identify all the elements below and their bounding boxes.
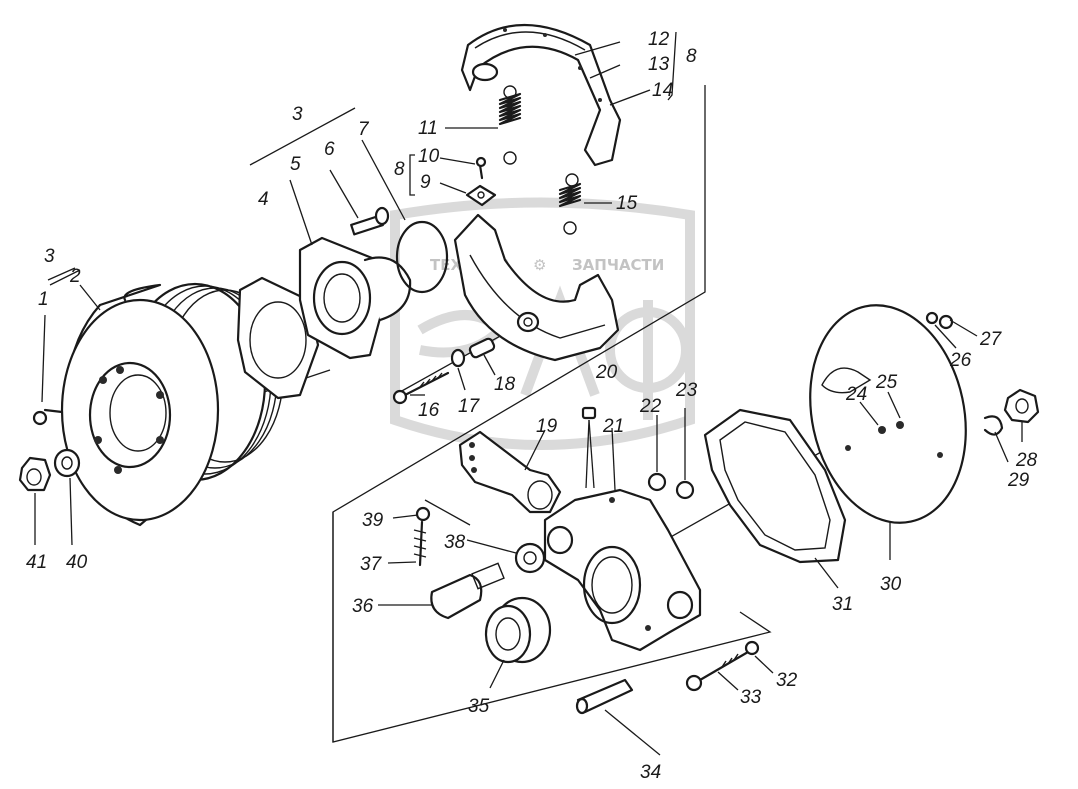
label-10: 10 bbox=[418, 146, 440, 167]
small-parts-20-22-23 bbox=[581, 406, 695, 500]
brake-drum bbox=[60, 282, 284, 527]
label-7: 7 bbox=[358, 119, 370, 140]
label-35: 35 bbox=[468, 696, 490, 717]
bushing-38 bbox=[514, 542, 546, 574]
label-11: 11 bbox=[418, 118, 438, 139]
pin-18 bbox=[468, 337, 496, 359]
label-4: 4 bbox=[258, 189, 269, 210]
label-16: 16 bbox=[418, 400, 440, 421]
label-34: 34 bbox=[640, 762, 661, 783]
brake-shoe-upper bbox=[460, 23, 622, 167]
watermark-right-text: ЗАПЧАСТИ bbox=[572, 256, 664, 274]
gasket-31 bbox=[703, 408, 847, 564]
wheel-stud bbox=[32, 314, 64, 426]
label-26: 26 bbox=[949, 350, 972, 371]
label-39: 39 bbox=[362, 510, 384, 531]
return-spring-15 bbox=[558, 173, 582, 235]
label-38: 38 bbox=[444, 532, 466, 553]
label-28: 28 bbox=[1015, 450, 1038, 471]
label-30: 30 bbox=[880, 574, 902, 595]
label-19: 19 bbox=[536, 416, 558, 437]
label-18: 18 bbox=[494, 374, 516, 395]
label-40: 40 bbox=[66, 552, 88, 573]
label-41: 41 bbox=[26, 552, 47, 573]
bolt-37 bbox=[413, 520, 427, 567]
label-22: 22 bbox=[639, 396, 662, 417]
label-13: 13 bbox=[648, 54, 670, 75]
backing-plate-30 bbox=[809, 304, 967, 524]
label-8-left: 8 bbox=[394, 159, 405, 180]
washer-and-nut bbox=[18, 448, 81, 546]
label-17: 17 bbox=[458, 396, 481, 417]
plug-36 bbox=[430, 562, 505, 620]
label-3-upper: 3 bbox=[292, 104, 303, 125]
return-spring-11 bbox=[498, 85, 522, 165]
group-brackets bbox=[47, 31, 677, 281]
label-8-upper: 8 bbox=[686, 46, 697, 67]
label-12: 12 bbox=[648, 29, 670, 50]
label-33: 33 bbox=[740, 687, 762, 708]
watermark-gear-icon: ⚙ bbox=[533, 256, 546, 274]
label-29: 29 bbox=[1007, 470, 1030, 491]
label-25: 25 bbox=[875, 372, 898, 393]
label-3-left: 3 bbox=[44, 246, 55, 267]
bearing-35 bbox=[484, 596, 552, 664]
label-15: 15 bbox=[616, 193, 638, 214]
label-20: 20 bbox=[595, 362, 618, 383]
bolt-33 bbox=[685, 650, 750, 692]
nut-and-washers-right bbox=[925, 311, 1040, 436]
lever-19 bbox=[458, 430, 562, 514]
hub-flange-assembly bbox=[236, 206, 449, 400]
washer-32 bbox=[744, 640, 760, 656]
pin-34 bbox=[575, 678, 634, 715]
label-1: 1 bbox=[38, 289, 49, 310]
caliper-housing-21 bbox=[543, 488, 702, 652]
washer-39 bbox=[415, 506, 431, 522]
label-37: 37 bbox=[360, 554, 383, 575]
label-36: 36 bbox=[352, 596, 374, 617]
label-9: 9 bbox=[420, 172, 431, 193]
label-32: 32 bbox=[776, 670, 798, 691]
label-21: 21 bbox=[602, 416, 624, 437]
label-24: 24 bbox=[845, 384, 867, 405]
leader-lines bbox=[79, 41, 1023, 756]
label-2: 2 bbox=[69, 266, 81, 287]
shoe-pin-and-plate bbox=[465, 156, 497, 207]
washer-17 bbox=[450, 348, 466, 368]
label-14: 14 bbox=[652, 80, 673, 101]
bolt-16 bbox=[392, 371, 450, 405]
label-23: 23 bbox=[675, 380, 698, 401]
label-6: 6 bbox=[324, 139, 335, 160]
label-5: 5 bbox=[290, 154, 301, 175]
brake-shoe-lower bbox=[453, 213, 620, 362]
label-31: 31 bbox=[832, 594, 853, 615]
part-labels: 3 2 1 41 40 3 4 5 6 7 12 13 14 8 11 10 9… bbox=[26, 29, 1038, 783]
label-27: 27 bbox=[979, 329, 1003, 350]
